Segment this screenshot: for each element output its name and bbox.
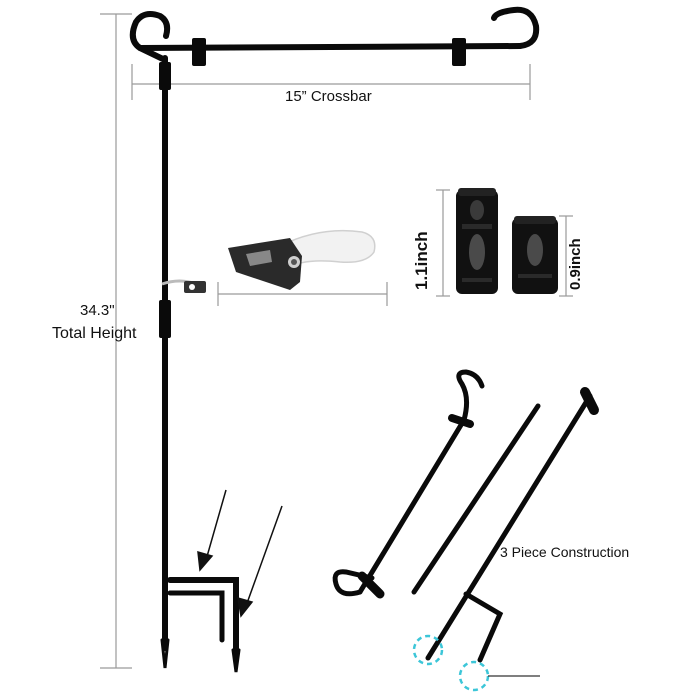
piece-two bbox=[411, 403, 541, 595]
height-value: 34.3" bbox=[80, 302, 115, 319]
pole-clip bbox=[161, 279, 206, 293]
pieces-label: 3 Piece Construction bbox=[500, 544, 630, 560]
height-dimension-line bbox=[100, 13, 132, 669]
crossbar-label: 15” Crossbar bbox=[285, 88, 372, 105]
highlight-rings bbox=[412, 634, 490, 692]
stake-arrows bbox=[197, 489, 283, 618]
height-label: Total Height bbox=[52, 325, 137, 342]
stopper-large-dimension bbox=[436, 189, 450, 297]
clip-dimension-line bbox=[217, 282, 388, 306]
pole-joint-middle bbox=[159, 300, 171, 338]
assembled-flag-stand bbox=[129, 6, 540, 673]
crossbar-stopper-left bbox=[192, 38, 206, 66]
stopper-small-dimension bbox=[559, 215, 573, 297]
stopper-large-label: 1.1inch bbox=[412, 231, 431, 290]
stopper-small-label: 0.9inch bbox=[567, 238, 584, 290]
crossbar-dimension-line bbox=[131, 64, 531, 100]
piece-one bbox=[332, 369, 485, 599]
stopper-large bbox=[456, 188, 498, 294]
crossbar-stopper-right bbox=[452, 38, 466, 66]
stopper-small bbox=[512, 216, 558, 294]
pole-joint-top bbox=[159, 62, 171, 90]
piece-three bbox=[425, 387, 599, 663]
anti-wind-clip bbox=[228, 229, 376, 290]
